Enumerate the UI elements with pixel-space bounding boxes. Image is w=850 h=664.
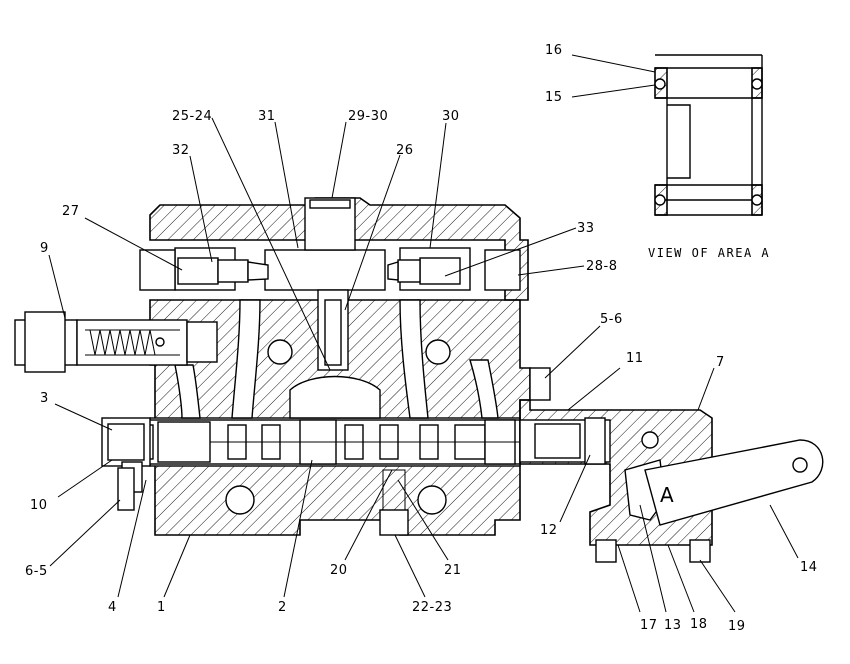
callout-16: 16	[545, 43, 563, 58]
callout-28-8: 28-8	[586, 259, 618, 274]
leader-lines	[48, 54, 799, 613]
callout-10: 10	[30, 498, 48, 513]
o-ring-seal	[654, 78, 666, 90]
lever-pivot-hole	[792, 457, 808, 473]
detail-view-caption: VIEW OF AREA A	[648, 246, 770, 260]
end-plug	[101, 417, 151, 511]
callout-19: 19	[728, 619, 746, 634]
callout-20: 20	[330, 563, 348, 578]
callout-30: 30	[442, 109, 460, 124]
callout-32: 32	[172, 143, 190, 158]
callout-17: 17	[640, 618, 658, 633]
callout-22-23: 22-23	[412, 600, 452, 615]
callout-33: 33	[577, 221, 595, 236]
callout-12: 12	[540, 523, 558, 538]
callout-21: 21	[444, 563, 462, 578]
callout-4: 4	[108, 600, 117, 615]
callout-6-5: 6-5	[25, 564, 48, 579]
callout-26: 26	[396, 143, 414, 158]
area-a-marker: A	[660, 483, 674, 507]
callout-7: 7	[716, 355, 725, 370]
callout-31: 31	[258, 109, 276, 124]
relief-valve-assembly	[14, 311, 218, 373]
top-plug	[304, 197, 356, 371]
control-lever: A	[644, 439, 824, 526]
callout-1: 1	[157, 600, 166, 615]
callout-9: 9	[40, 241, 49, 256]
callout-25-24: 25-24	[172, 109, 212, 124]
callout-29-30: 29-30	[348, 109, 388, 124]
callout-11: 11	[626, 351, 644, 366]
callout-5-6: 5-6	[600, 312, 623, 327]
callout-3: 3	[40, 391, 49, 406]
main-spool	[109, 419, 521, 465]
detail-view-area-a: VIEW OF AREA A	[648, 54, 770, 260]
callout-18: 18	[690, 617, 708, 632]
callout-2: 2	[278, 600, 287, 615]
callout-15: 15	[545, 90, 563, 105]
callout-labels: 16 15 25-24 31 29-30 30 32 26 27 33 9 28…	[25, 43, 818, 634]
callout-27: 27	[62, 204, 80, 219]
callout-13: 13	[664, 618, 682, 633]
callout-14: 14	[800, 560, 818, 575]
